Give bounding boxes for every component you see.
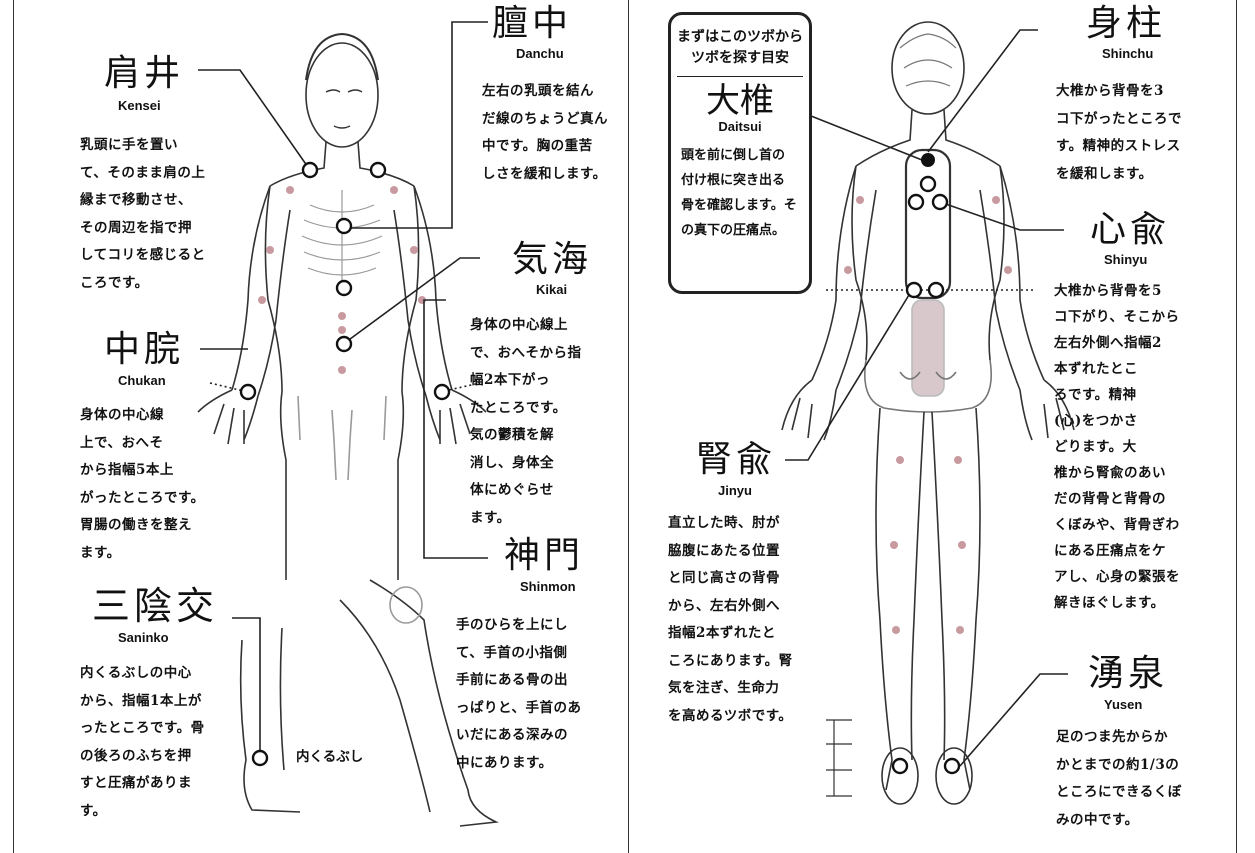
shinyu-desc: 大椎から背骨を5 コ下がり、そこから 左右外側へ指幅2 本ずれたとこ ろです。精… bbox=[1054, 278, 1180, 616]
shinyu-romaji: Shinyu bbox=[1104, 252, 1147, 268]
back-figure bbox=[782, 22, 1074, 804]
guide-header: まずはこのツボから ツボを探す目安 bbox=[671, 27, 809, 69]
shinchu-kanji: 身柱 bbox=[1086, 4, 1166, 44]
kensei-desc: 乳頭に手を置い て、そのまま肩の上 縁まで移動させ、 その周辺を指で押 してコリ… bbox=[80, 132, 206, 297]
daitsui-romaji: Daitsui bbox=[671, 119, 809, 135]
shinmon-romaji: Shinmon bbox=[520, 579, 576, 595]
kensei-romaji: Kensei bbox=[118, 98, 161, 114]
daitsui-guide-box: まずはこのツボから ツボを探す目安 大椎 Daitsui 頭を前に倒し首の 付け… bbox=[668, 12, 812, 294]
saninko-romaji: Saninko bbox=[118, 630, 169, 646]
kikai-desc: 身体の中心線上 で、おへそから指 幅2本下がっ たところです。 気の鬱積を解 消… bbox=[470, 312, 581, 532]
yusen-romaji: Yusen bbox=[1104, 697, 1142, 713]
danchu-kanji: 膻中 bbox=[492, 4, 572, 44]
yusen-desc: 足のつま先からか かとまでの約1/3の ところにできるくぼ みの中です。 bbox=[1056, 724, 1182, 834]
jinyu-romaji: Jinyu bbox=[718, 483, 752, 499]
kensei-kanji: 肩井 bbox=[104, 54, 184, 94]
danchu-romaji: Danchu bbox=[516, 46, 564, 62]
kikai-romaji: Kikai bbox=[536, 282, 567, 298]
daitsui-marker bbox=[921, 153, 935, 167]
danchu-desc: 左右の乳頭を結ん だ線のちょうど真ん 中です。胸の重苦 しさを緩和します。 bbox=[482, 78, 608, 188]
ankle-label: 内くるぶし bbox=[296, 745, 363, 765]
guide-divider bbox=[677, 76, 803, 77]
daitsui-kanji: 大椎 bbox=[671, 81, 809, 121]
kikai-kanji: 気海 bbox=[512, 240, 592, 280]
saninko-kanji: 三陰交 bbox=[92, 586, 218, 626]
chukan-kanji: 中脘 bbox=[104, 330, 184, 370]
shinmon-kanji: 神門 bbox=[504, 536, 584, 576]
jinyu-desc: 直立した時、肘が 脇腹にあたる位置 と同じ高さの背骨 から、左右外側へ 指幅2本… bbox=[668, 510, 793, 730]
shinchu-desc: 大椎から背骨を3 コ下がったところで す。精神的ストレス を緩和します。 bbox=[1056, 78, 1182, 188]
saninko-desc: 内くるぶしの中心 から、指幅1本上が ったところです。骨 の後ろのふちを押 すと… bbox=[80, 660, 205, 825]
chukan-romaji: Chukan bbox=[118, 373, 166, 389]
daitsui-desc: 頭を前に倒し首の 付け根に突き出る 骨を確認します。そ の真下の圧痛点。 bbox=[671, 135, 809, 243]
shinyu-kanji: 心兪 bbox=[1090, 210, 1170, 250]
jinyu-kanji: 腎兪 bbox=[696, 440, 776, 480]
shinchu-romaji: Shinchu bbox=[1102, 46, 1153, 62]
chukan-desc: 身体の中心線 上で、おへそ から指幅5本上 がったところです。 胃腸の働きを整え… bbox=[80, 402, 205, 567]
shinmon-desc: 手のひらを上にし て、手首の小指側 手前にある骨の出 っぱりと、手首のあ いだに… bbox=[456, 612, 581, 777]
yusen-kanji: 湧泉 bbox=[1088, 654, 1168, 694]
